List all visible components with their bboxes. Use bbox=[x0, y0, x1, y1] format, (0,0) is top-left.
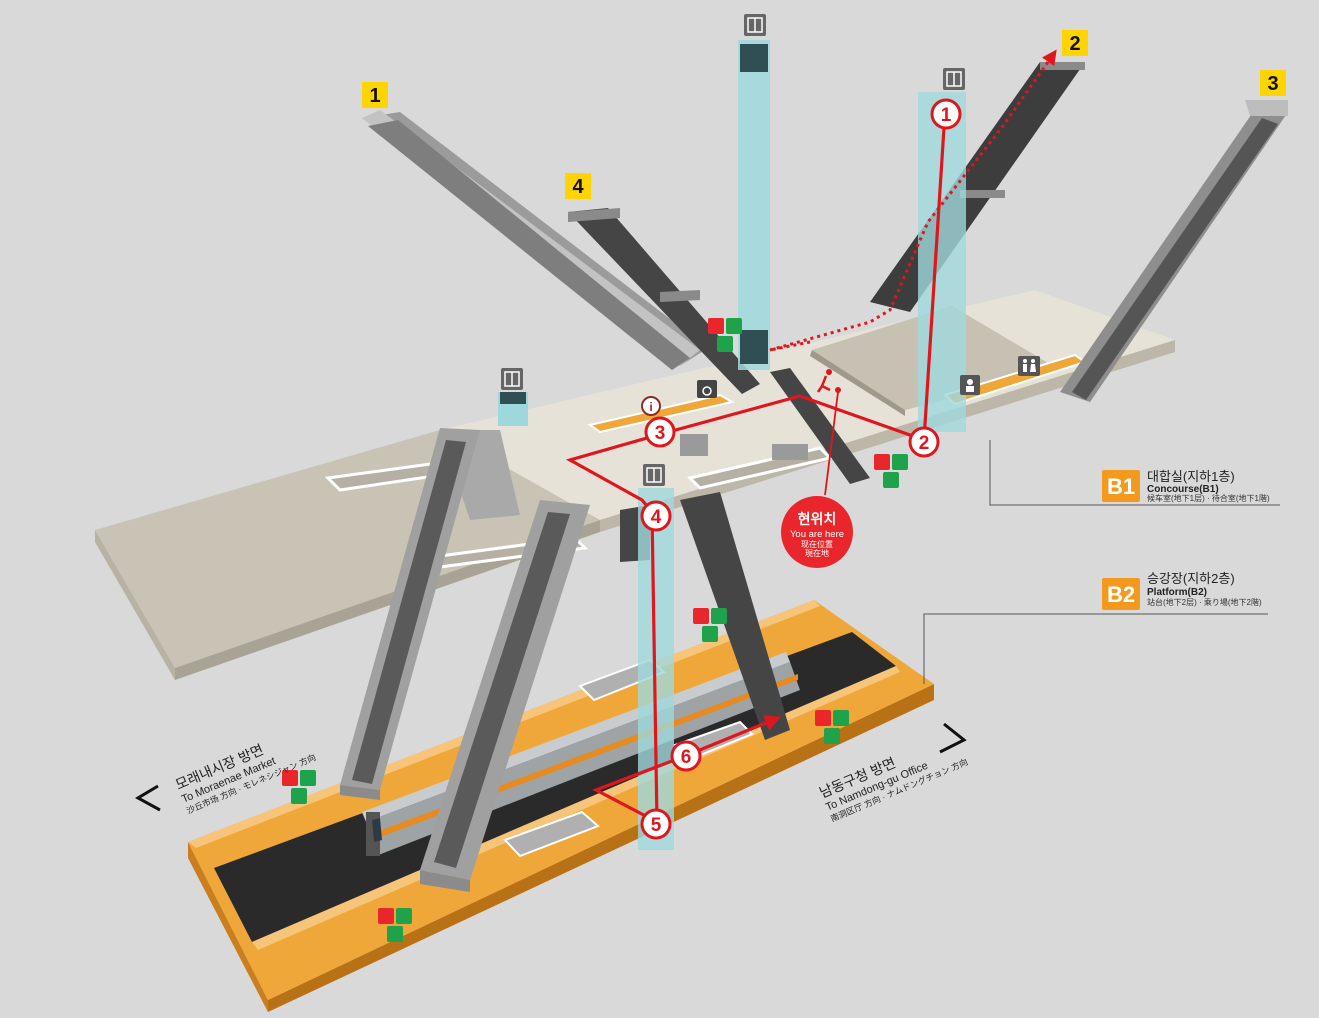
concourse-level-b1 bbox=[95, 290, 1175, 680]
level-label-b1: B1 대합실(지하1층) Concourse(B1) 候车室(地下1层) · 待… bbox=[989, 440, 1280, 506]
fire-extinguisher-icon bbox=[815, 710, 831, 726]
east-sub: 南洞区厅 方向 · ナムドングチョン 方向 bbox=[829, 757, 969, 824]
route-step-label: 4 bbox=[651, 507, 662, 528]
emergency-phone-icon bbox=[300, 770, 316, 786]
route-steps: 1 2 3 4 5 6 bbox=[640, 98, 962, 840]
emergency-phone-icon bbox=[396, 908, 412, 924]
emergency-phone-icon bbox=[711, 608, 727, 624]
exit-badge-3: 3 bbox=[1260, 70, 1286, 96]
fire-extinguisher-icon bbox=[282, 770, 298, 786]
fire-extinguisher-icon bbox=[693, 608, 709, 624]
escalators bbox=[340, 62, 1288, 892]
wheelchair-icon bbox=[697, 380, 717, 398]
route bbox=[565, 49, 1057, 825]
you-are-here-japanese: 現在地 bbox=[805, 548, 829, 558]
runner-icon bbox=[816, 369, 832, 393]
exit-badge-2: 2 bbox=[1062, 30, 1088, 56]
route-step-label: 2 bbox=[919, 433, 930, 454]
escalator-exit-1 bbox=[362, 110, 708, 370]
you-are-here-chinese: 现在位置 bbox=[801, 539, 833, 549]
escalator-down-1 bbox=[340, 428, 480, 800]
level-label-b2: B2 승강장(지하2층) Platform(B2) 站台(地下2层) · 乘り場… bbox=[923, 571, 1268, 684]
svg-text:1: 1 bbox=[369, 85, 380, 107]
svg-text:4: 4 bbox=[572, 176, 584, 198]
exit-badge-4: 4 bbox=[565, 173, 591, 199]
elevator-icon bbox=[943, 68, 965, 90]
b1-sub: 候车室(地下1层) · 待合室(地下1階) bbox=[1147, 493, 1270, 503]
first-aid-icon bbox=[717, 336, 733, 352]
b2-sub: 站台(地下2层) · 乘り場(地下2階) bbox=[1147, 597, 1262, 607]
route-step-label: 3 bbox=[655, 423, 666, 444]
b1-code: B1 bbox=[1107, 474, 1135, 499]
route-step-label: 5 bbox=[651, 815, 662, 836]
route-solid bbox=[565, 111, 947, 825]
first-aid-icon bbox=[883, 472, 899, 488]
elevator-icon bbox=[643, 464, 665, 486]
fire-extinguisher-icon bbox=[874, 454, 890, 470]
direction-west: 모래내시장 방면 To Moraenae Market 沙丘市场 方向 · モレ… bbox=[134, 741, 317, 816]
b2-english: Platform(B2) bbox=[1147, 587, 1207, 598]
information-icon: i bbox=[641, 396, 661, 416]
svg-text:2: 2 bbox=[1069, 33, 1080, 55]
elevator-icon bbox=[744, 14, 766, 36]
nursing-room-icon bbox=[960, 375, 980, 395]
escalator-exit-3 bbox=[1060, 100, 1288, 402]
elevator-small-left bbox=[498, 392, 528, 426]
emergency-icons bbox=[282, 318, 908, 942]
exit-badges: 1 2 3 4 bbox=[362, 30, 1286, 199]
b1-english: Concourse(B1) bbox=[1147, 484, 1219, 495]
route-step-marker: 3 bbox=[644, 416, 676, 448]
svg-text:3: 3 bbox=[1267, 73, 1278, 95]
arrow-right-icon bbox=[939, 722, 967, 754]
b2-korean: 승강장(지하2층) bbox=[1147, 571, 1235, 586]
stairs-exit-2 bbox=[870, 62, 1085, 312]
you-are-here-english: You are here bbox=[790, 529, 844, 540]
fire-extinguisher-icon bbox=[708, 318, 724, 334]
platform-level-b2 bbox=[188, 600, 934, 1012]
elevator-shaft-center bbox=[738, 40, 770, 370]
svg-text:i: i bbox=[649, 400, 652, 414]
route-step-marker: 5 bbox=[640, 808, 672, 840]
first-aid-icon bbox=[824, 728, 840, 744]
first-aid-icon bbox=[702, 626, 718, 642]
route-step-marker: 1 bbox=[930, 98, 962, 130]
b1-korean: 대합실(지하1층) bbox=[1147, 469, 1235, 484]
arrow-left-icon bbox=[134, 784, 161, 812]
facility-icons: i bbox=[641, 356, 1040, 416]
escalator-down-2 bbox=[420, 500, 590, 892]
first-aid-icon bbox=[291, 788, 307, 804]
route-step-marker: 6 bbox=[670, 740, 702, 772]
route-step-label: 1 bbox=[941, 105, 952, 126]
restroom-icon bbox=[1018, 356, 1040, 376]
b2-code: B2 bbox=[1107, 582, 1135, 607]
you-are-here-korean: 현위치 bbox=[798, 511, 837, 527]
route-dotted-exit-2 bbox=[769, 49, 1057, 352]
route-step-marker: 4 bbox=[640, 500, 672, 532]
exit-badge-1: 1 bbox=[362, 82, 388, 108]
emergency-phone-icon bbox=[726, 318, 742, 334]
emergency-phone-icon bbox=[892, 454, 908, 470]
elevator-icon bbox=[501, 368, 523, 390]
stairs-exit-4 bbox=[568, 208, 760, 394]
emergency-phone-icon bbox=[833, 710, 849, 726]
route-step-label: 6 bbox=[681, 747, 692, 768]
first-aid-icon bbox=[387, 926, 403, 942]
route-step-marker: 2 bbox=[908, 426, 940, 458]
fire-extinguisher-icon bbox=[378, 908, 394, 924]
you-are-here-marker: 현위치 You are here 现在位置 現在地 bbox=[781, 369, 853, 568]
you-are-here-badge bbox=[781, 496, 853, 568]
